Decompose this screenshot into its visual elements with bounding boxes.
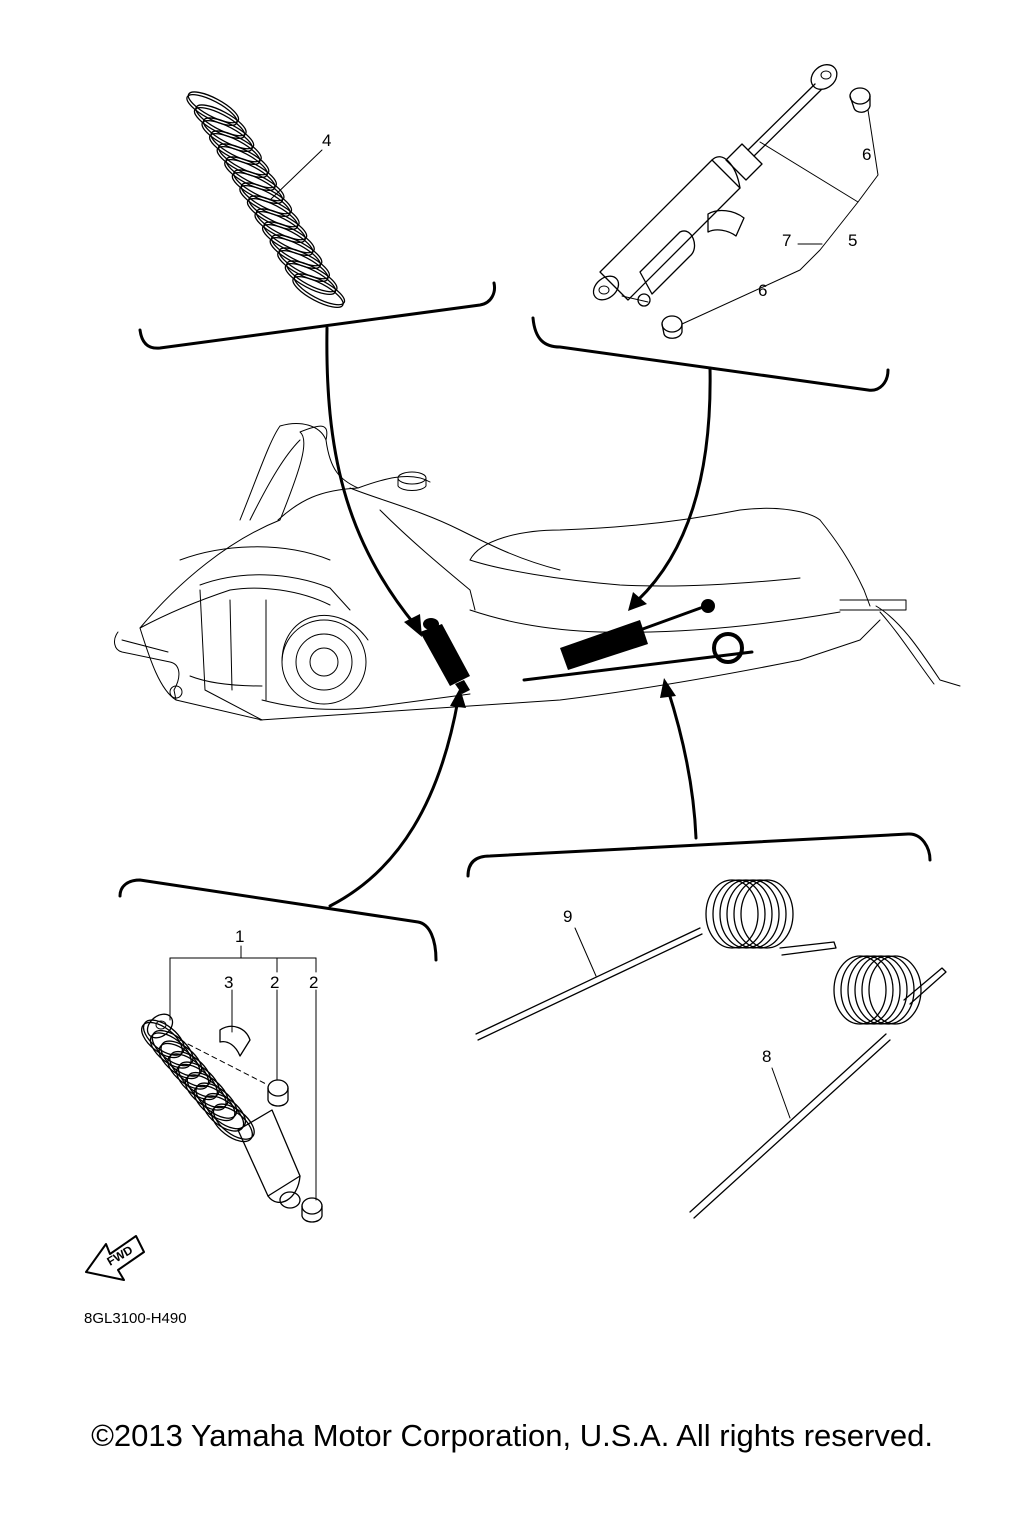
arrow-front-shock-head — [628, 592, 647, 611]
callout-4: 4 — [322, 131, 331, 150]
snowmobile-outline — [114, 423, 961, 721]
arrow-rear-shock-head — [450, 688, 466, 708]
callout-3: 3 — [224, 973, 233, 992]
arrow-spring — [325, 326, 417, 627]
callout-8: 8 — [762, 1047, 771, 1066]
bracket-bottom-right — [466, 832, 932, 878]
callout-2a: 2 — [270, 973, 279, 992]
bracket-bottom-left — [118, 878, 438, 962]
part-3-label — [219, 1025, 251, 1057]
callout-2b: 2 — [309, 973, 318, 992]
arrow-front-shock — [636, 366, 712, 602]
part-1-rear-shock — [141, 1013, 301, 1209]
part-4-spring: 4 — [186, 91, 346, 309]
part-5-front-shock — [592, 64, 838, 307]
part-7-label — [707, 209, 745, 237]
arrow-rear-shock — [328, 698, 460, 908]
part-8-torsion-spring — [689, 955, 947, 1219]
arrow-spring-head — [404, 614, 422, 637]
copyright-notice: ©2013 Yamaha Motor Corporation, U.S.A. A… — [91, 1418, 933, 1453]
callout-5: 5 — [848, 231, 857, 250]
callout-6a: 6 — [862, 145, 871, 164]
arrow-torsion — [666, 688, 698, 840]
highlight-torsion-springs — [522, 632, 754, 682]
callout-7: 7 — [782, 231, 791, 250]
callout-6b: 6 — [758, 281, 767, 300]
diagram-code: 8GL3100-H490 — [84, 1310, 187, 1327]
highlight-rear-shock — [420, 618, 470, 694]
part-9-torsion-spring — [475, 879, 837, 1041]
part-6-collars-top — [661, 87, 871, 339]
highlight-front-shock — [560, 599, 715, 670]
bracket-top-right — [531, 316, 890, 392]
part-2-collars — [267, 1079, 323, 1223]
fwd-arrow-icon: FWD — [85, 1235, 145, 1281]
arrow-torsion-head — [660, 678, 676, 698]
callout-1: 1 — [235, 927, 244, 946]
callout-9: 9 — [563, 907, 572, 926]
bracket-top-left — [138, 281, 496, 350]
